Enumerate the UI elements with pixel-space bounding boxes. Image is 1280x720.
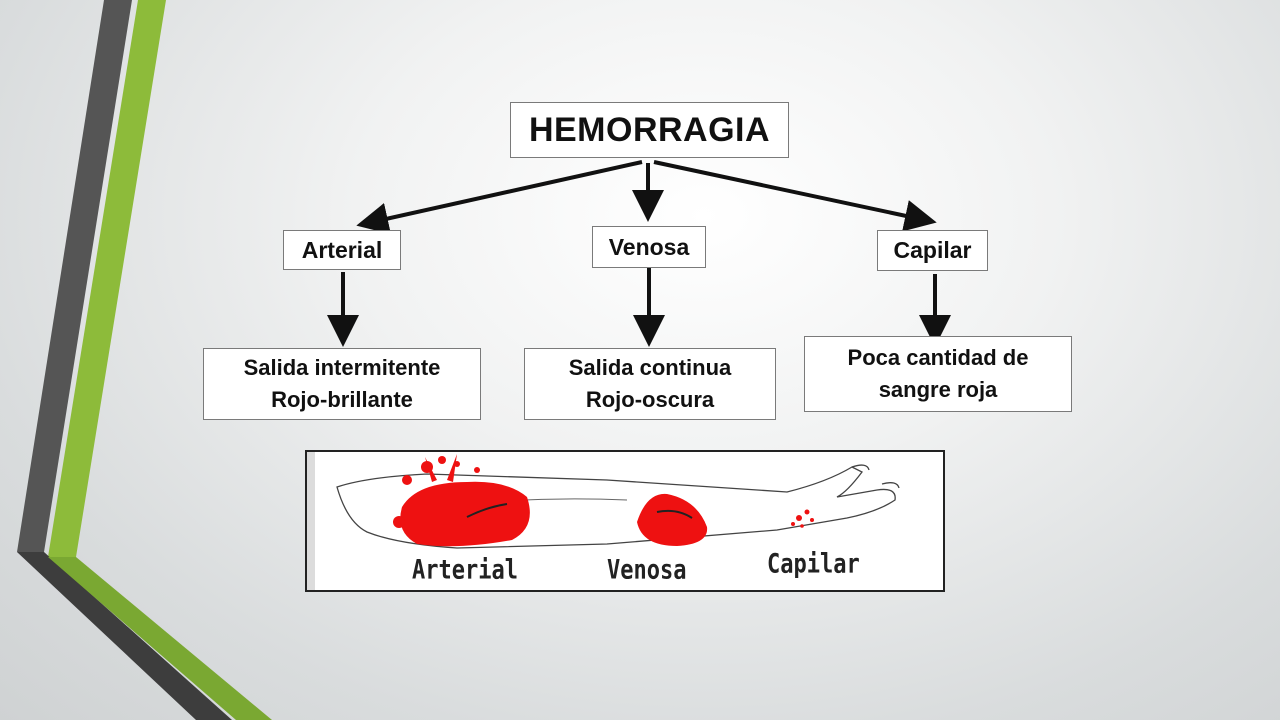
capilar-desc-line2: sangre roja bbox=[878, 377, 998, 402]
capilar-description-box: Poca cantidad de sangre roja bbox=[804, 336, 1072, 412]
arterial-box: Arterial bbox=[283, 230, 401, 270]
venosa-desc-line1: Salida continua bbox=[568, 355, 732, 380]
arm-illustration: Arterial Venosa Capilar bbox=[305, 450, 945, 592]
arterial-description-box: Salida intermitente Rojo-brillante bbox=[203, 348, 481, 420]
capilar-box: Capilar bbox=[877, 230, 988, 271]
venosa-box: Venosa bbox=[592, 226, 706, 268]
hand-fingers bbox=[851, 464, 900, 489]
arm-drawing bbox=[307, 452, 900, 590]
capilar-desc-line1: Poca cantidad de bbox=[847, 345, 1029, 370]
arterial-desc-line2: Rojo-brillante bbox=[271, 387, 413, 412]
arm-outline bbox=[336, 466, 896, 549]
title-box: HEMORRAGIA bbox=[510, 102, 789, 158]
arterial-blood bbox=[393, 454, 530, 547]
dark-stripe bbox=[17, 0, 132, 552]
green-stripe-lower bbox=[48, 557, 272, 720]
diagram-title: HEMORRAGIA bbox=[528, 110, 771, 149]
dark-stripe-lower bbox=[17, 552, 232, 720]
venous-blood bbox=[637, 493, 708, 546]
venosa-desc-line2: Rojo-oscura bbox=[585, 387, 715, 412]
illus-label-capilar: Capilar bbox=[767, 549, 860, 580]
venosa-label: Venosa bbox=[608, 233, 690, 260]
capillary-blood bbox=[791, 509, 814, 528]
illus-label-arterial: Arterial bbox=[412, 555, 518, 586]
arterial-desc-line1: Salida intermitente bbox=[243, 355, 441, 380]
arterial-label: Arterial bbox=[301, 236, 383, 263]
venosa-description-box: Salida continua Rojo-oscura bbox=[524, 348, 776, 420]
green-stripe bbox=[48, 0, 166, 557]
illus-label-venosa: Venosa bbox=[607, 555, 687, 586]
capilar-label: Capilar bbox=[893, 237, 972, 263]
